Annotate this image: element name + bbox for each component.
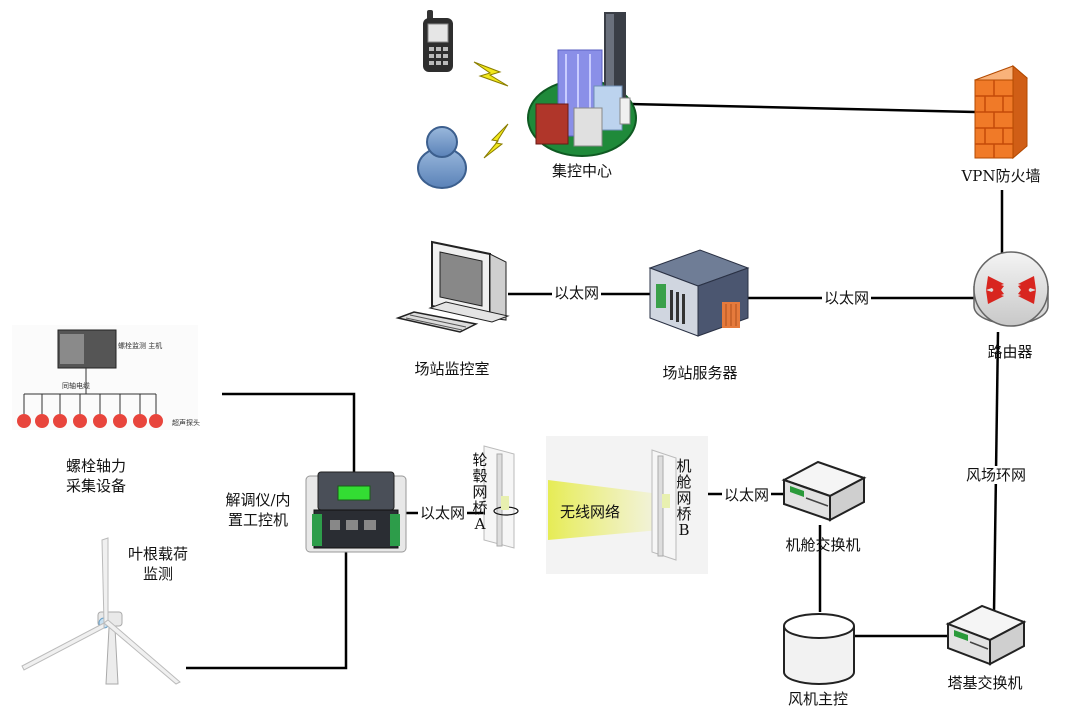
bolt-device-label: 螺栓轴力 采集设备: [65, 457, 127, 495]
firewall-icon: [974, 64, 1028, 160]
city-icon: [527, 12, 637, 157]
wireless-label: 无线网络: [560, 503, 621, 521]
line-bolt-demod: [222, 392, 356, 474]
phone-icon: [423, 10, 453, 72]
hub-bridge-label: 轮毂网桥A: [472, 451, 488, 533]
antenna-icon: [483, 445, 519, 549]
computer-icon: [395, 240, 510, 333]
edge-label-server-router: 以太网: [822, 289, 872, 307]
tower-switch-label: 塔基交换机: [947, 674, 1023, 692]
control-center-label: 集控中心: [551, 162, 613, 180]
monitor-room-label: 场站监控室: [414, 360, 490, 378]
user-icon: [417, 126, 467, 189]
lightning-icon: [473, 61, 509, 159]
switch-icon: [781, 460, 867, 522]
wind-turbine-icon: [21, 537, 181, 685]
bolt-host-label: 螺栓监测 主机: [118, 342, 163, 350]
router-icon: [973, 251, 1049, 327]
line-center-firewall: [631, 102, 976, 114]
bolt-probe-label: 超声探头: [172, 419, 200, 427]
router-label: 路由器: [987, 343, 1033, 361]
main-control-label: 风机主控: [787, 690, 849, 708]
antenna-icon: [651, 449, 677, 561]
edge-label-monitor-server: 以太网: [552, 284, 602, 302]
blade-load-label: 叶根载荷 监测: [127, 545, 189, 583]
database-icon: [783, 613, 855, 685]
bolt-cable-label: 同轴电缆: [62, 382, 90, 390]
edge-label-bridge-switch: 以太网: [722, 486, 772, 504]
connection-lines: [186, 102, 1004, 670]
edge-label-ring: 风场环网: [964, 466, 1029, 484]
vpn-firewall-label: VPN防火墙: [961, 167, 1041, 185]
bolt-device-inset: [12, 325, 198, 430]
server-icon: [648, 249, 750, 337]
wireless-beam: [546, 436, 708, 574]
server-label: 场站服务器: [662, 364, 738, 382]
nacelle-switch-label: 机舱交换机: [785, 536, 861, 554]
edge-label-demod-hub: 以太网: [418, 504, 468, 522]
switch-icon: [945, 604, 1027, 666]
industrial-pc-icon: [305, 471, 407, 553]
nacelle-bridge-label: 机舱网桥B: [676, 457, 692, 539]
line-turbine-demod: [186, 552, 348, 670]
demodulator-label: 解调仪/内 置工控机: [225, 491, 291, 529]
